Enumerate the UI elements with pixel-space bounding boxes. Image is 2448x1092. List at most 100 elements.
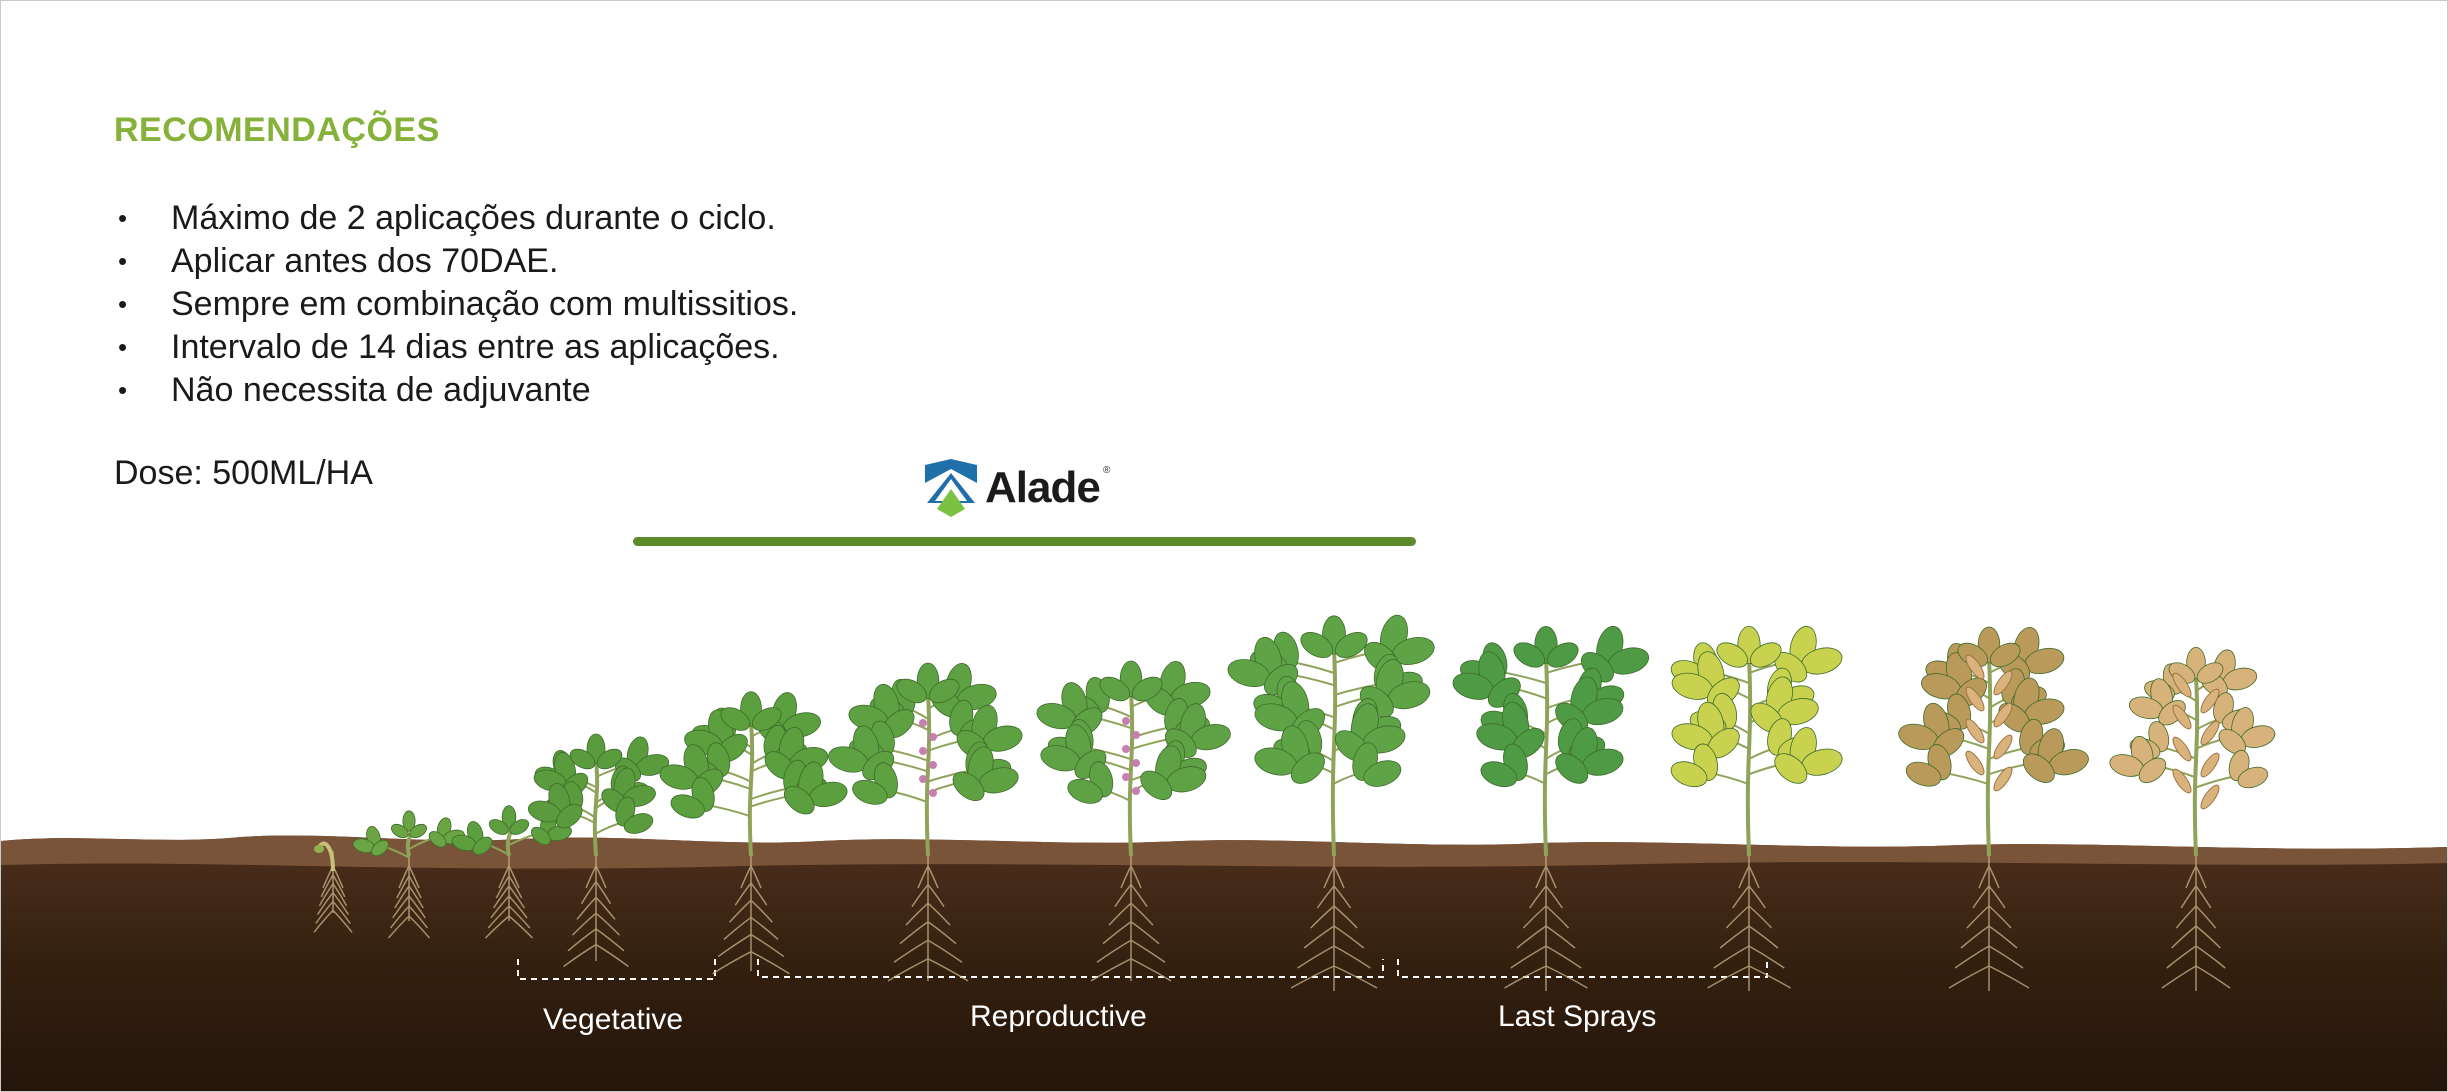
- leaf: [1749, 642, 1782, 668]
- flower: [1132, 787, 1140, 795]
- leaf: [488, 819, 509, 835]
- leaf: [670, 794, 705, 819]
- pod: [2200, 784, 2220, 810]
- leaf: [409, 823, 428, 839]
- plant-roots: [2161, 851, 2231, 991]
- plant-roots: [484, 851, 534, 939]
- flower: [1122, 717, 1130, 725]
- flower: [1122, 773, 1130, 781]
- pod: [2172, 736, 2192, 762]
- pod: [2200, 720, 2220, 746]
- plant-roots: [1090, 851, 1172, 982]
- plant-v2: [527, 733, 670, 968]
- soil: [1, 835, 2447, 1091]
- leaf: [1555, 753, 1589, 784]
- leaf: [952, 771, 985, 802]
- leaf: [596, 748, 623, 770]
- plant-roots: [1504, 851, 1588, 991]
- plant-r5: [1452, 625, 1650, 991]
- flower: [929, 733, 937, 741]
- leaf: [1670, 761, 1708, 788]
- leaf: [1989, 642, 2021, 668]
- bullet: •: [118, 246, 128, 276]
- bullet: •: [118, 332, 128, 362]
- leaf: [428, 831, 447, 848]
- leaf: [371, 839, 389, 857]
- leaf: [390, 823, 409, 839]
- recommendation-text: Intervalo de 14 dias entre as aplicações…: [171, 328, 780, 366]
- leaf: [1131, 676, 1163, 702]
- leaf: [1300, 632, 1333, 658]
- leaf: [1067, 778, 1103, 804]
- recommendations-title: RECOMENDAÇÕES: [114, 111, 440, 149]
- leaf: [1546, 642, 1579, 668]
- leaf: [402, 810, 416, 832]
- pod: [2172, 704, 2192, 730]
- plant-emergence: [313, 841, 353, 933]
- leaf: [2138, 757, 2167, 784]
- stage-label-last-sprays: Last Sprays: [1498, 1000, 1657, 1033]
- leaf: [928, 678, 960, 704]
- flower: [929, 761, 937, 769]
- flower: [1132, 759, 1140, 767]
- soil-surface: [1, 835, 2447, 869]
- plant-roots: [1707, 851, 1791, 991]
- plant-roots: [387, 851, 431, 939]
- leaf: [1905, 761, 1942, 787]
- plant-r7: [1898, 626, 2089, 991]
- plant-r1: [828, 662, 1023, 982]
- plant-r8: [2109, 647, 2276, 991]
- leaf: [569, 748, 596, 770]
- leaf: [501, 805, 517, 829]
- recommendation-text: Aplicar antes dos 70DAE.: [171, 242, 559, 280]
- leaf: [531, 826, 551, 846]
- leaf: [720, 707, 751, 731]
- leaf: [1290, 752, 1325, 784]
- recommendation-text: Não necessita de adjuvante: [171, 371, 591, 409]
- pod: [2200, 688, 2220, 714]
- pod: [1965, 718, 1985, 744]
- flower: [919, 719, 927, 727]
- bullet: •: [118, 289, 128, 319]
- leaf: [896, 678, 928, 704]
- flower: [1122, 745, 1130, 753]
- leaf: [1335, 632, 1368, 658]
- pod: [1993, 734, 2013, 760]
- plant-roots: [1948, 851, 2030, 991]
- leaf: [509, 819, 530, 835]
- pod: [2172, 768, 2192, 794]
- flower: [919, 775, 927, 783]
- green-divider: [633, 537, 1416, 546]
- plant-roots: [887, 851, 969, 982]
- leaf: [2022, 753, 2055, 783]
- flower: [1132, 731, 1140, 739]
- plant-r2: [1036, 660, 1231, 982]
- stage-label-reproductive: Reproductive: [970, 1000, 1147, 1033]
- plant-v4: [659, 691, 848, 975]
- bullet: •: [118, 203, 128, 233]
- leaf: [623, 813, 654, 834]
- pod: [1965, 750, 1985, 776]
- trademark-symbol: ®: [1103, 465, 1111, 476]
- last-sprays-bracket: [1397, 959, 1768, 978]
- leaf: [556, 803, 583, 829]
- leaf: [2237, 766, 2269, 789]
- pod: [1965, 686, 1985, 712]
- leaf: [1774, 753, 1808, 784]
- plant-r6: [1670, 625, 1843, 991]
- plant-r3: [1227, 614, 1435, 991]
- pod: [2200, 752, 2220, 778]
- leaf: [472, 836, 493, 856]
- leaf: [1513, 642, 1546, 668]
- pod: [1993, 702, 2013, 728]
- leaf: [1716, 642, 1749, 668]
- alade-logo-icon: [925, 459, 977, 517]
- bullet: •: [118, 375, 128, 405]
- pod: [1993, 670, 2013, 696]
- flower: [919, 747, 927, 755]
- pod: [1965, 654, 1985, 680]
- plant-roots: [1290, 851, 1378, 991]
- flower: [929, 789, 937, 797]
- leaf: [1480, 761, 1518, 788]
